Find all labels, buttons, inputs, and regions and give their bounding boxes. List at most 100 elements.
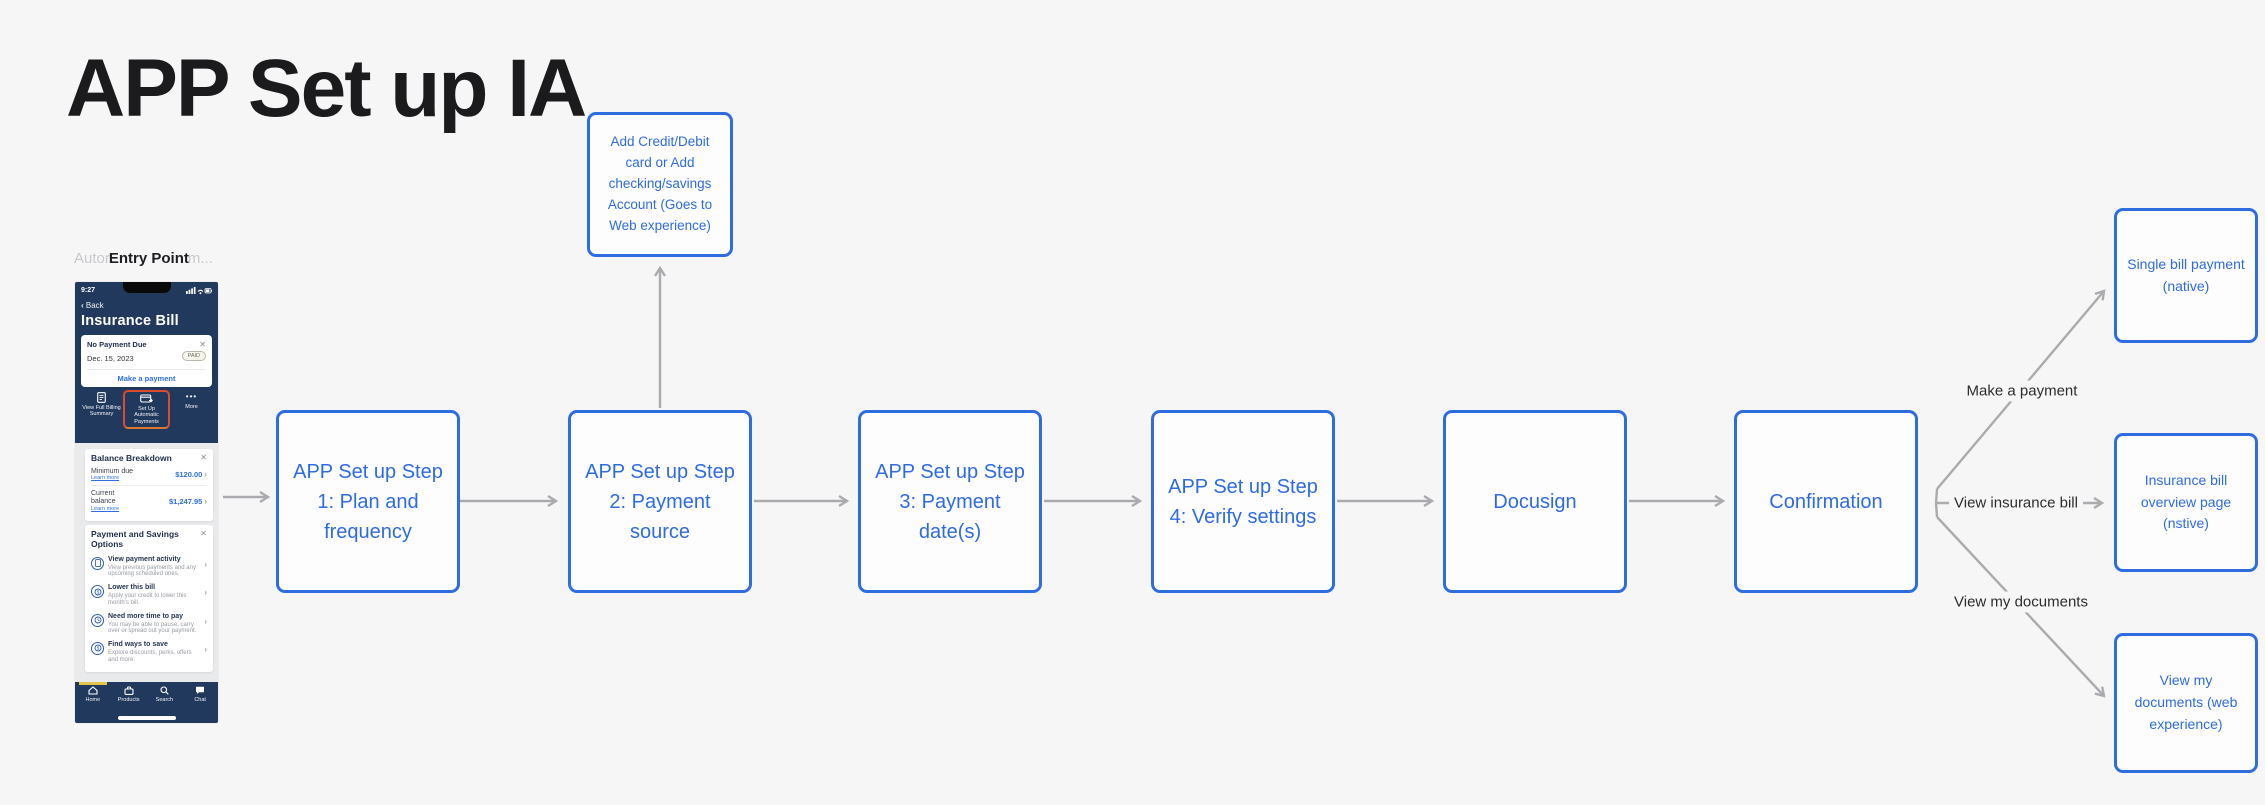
node-label: Insurance bill overview page (nstive) [2140, 471, 2232, 532]
branch-label-make-a-payment: Make a payment [1961, 380, 2083, 402]
node-label: APP Set up Step 1: Plan and frequency [293, 460, 443, 543]
phone-bottom-nav: Home Products Search Chat [75, 682, 218, 723]
flow-node-single-bill-payment[interactable]: Single bill payment (native) [2114, 208, 2258, 343]
current-balance-value: $1,247.95 [168, 496, 203, 506]
phone-quick-actions: View Full Billing Summary Set Up Automat… [81, 390, 212, 429]
back-button[interactable]: Back [81, 301, 212, 310]
payment-activity-icon [91, 556, 104, 570]
learn-more-link[interactable]: Learn more [91, 475, 120, 482]
node-label: Docusign [1493, 490, 1577, 513]
close-icon[interactable] [200, 454, 207, 462]
branch-label-view-my-documents: View my documents [1949, 591, 2093, 613]
current-balance-label: Current balance [91, 490, 116, 506]
entry-label-faint-prefix: Autor [74, 250, 110, 267]
flow-node-confirmation[interactable]: Confirmation [1734, 410, 1918, 593]
paid-badge: PAID [181, 351, 206, 361]
svg-text:$: $ [96, 646, 99, 651]
flow-node-step3[interactable]: APP Set up Step 3: Payment date(s) [858, 410, 1042, 593]
entry-label-text: Entry Point [108, 250, 189, 267]
current-balance-row[interactable]: Current balance Learn more $1,247.95 [91, 490, 207, 511]
node-label: Confirmation [1769, 490, 1883, 513]
balance-breakdown-card: Balance Breakdown Minimum due Learn more… [85, 449, 213, 521]
entry-label-faint-suffix: m... [187, 250, 213, 267]
payment-due-card: No Payment Due Dec. 15, 2023 PAID Make a… [81, 335, 212, 387]
status-icons [186, 287, 212, 295]
clock-icon [91, 613, 104, 627]
chevron-right-icon [204, 497, 207, 506]
options-heading: Payment and Savings Options [91, 529, 179, 549]
savings-badge-icon: $ [91, 641, 104, 655]
chevron-right-icon [204, 560, 207, 569]
chevron-right-icon [204, 645, 207, 654]
option-subtitle: You may be able to pause, carry over or … [108, 621, 197, 635]
page-title: APP Set up IA [66, 43, 587, 134]
option-title: Find ways to save [108, 640, 168, 648]
chat-icon [196, 686, 205, 694]
chevron-right-icon [204, 470, 207, 479]
find-ways-to-save-item[interactable]: $ Find ways to save Explore discounts, p… [91, 641, 207, 663]
need-more-time-item[interactable]: Need more time to pay You may be able to… [91, 613, 207, 635]
ellipsis-icon [186, 392, 197, 402]
lower-this-bill-item[interactable]: $ Lower this bill Apply your credit to l… [91, 584, 207, 606]
nav-home-tab[interactable]: Home [75, 682, 111, 723]
document-icon [97, 392, 106, 403]
credit-card-icon [140, 394, 153, 403]
flow-node-insurance-bill-overview[interactable]: Insurance bill overview page (nstive) [2114, 433, 2258, 572]
minimum-due-value: $120.00 [175, 470, 203, 480]
home-icon [88, 686, 98, 695]
balance-heading: Balance Breakdown [91, 453, 172, 463]
nav-search-tab[interactable]: Search [147, 686, 183, 723]
action-label: View Full Billing Summary [82, 405, 121, 418]
view-full-billing-summary-button[interactable]: View Full Billing Summary [81, 392, 122, 418]
due-date: Dec. 15, 2023 [87, 354, 134, 363]
payment-savings-card: Payment and Savings Options View payment… [85, 525, 213, 672]
minimum-due-row[interactable]: Minimum due Learn more $120.00 [91, 468, 207, 482]
make-a-payment-link[interactable]: Make a payment [117, 374, 176, 383]
nav-chat-tab[interactable]: Chat [182, 686, 218, 723]
option-subtitle: Apply your credit to lower this month's … [108, 593, 187, 606]
option-subtitle: Explore discounts, perks, offers and mor… [108, 650, 192, 663]
flow-node-step2[interactable]: APP Set up Step 2: Payment source [568, 410, 752, 593]
branch-label-view-insurance-bill: View insurance bill [1949, 492, 2083, 514]
option-subtitle: View previous payments and any upcoming … [108, 564, 196, 578]
phone-notch [122, 282, 171, 293]
dollar-coin-icon: $ [91, 585, 104, 599]
action-label: Set Up Automatic Payments [134, 406, 159, 425]
flow-node-docusign[interactable]: Docusign [1443, 410, 1627, 593]
option-title: Lower this bill [108, 584, 156, 592]
flow-node-step4[interactable]: APP Set up Step 4: Verify settings [1151, 410, 1335, 593]
close-icon[interactable] [200, 530, 207, 538]
divider [91, 485, 207, 487]
node-label: APP Set up Step 3: Payment date(s) [875, 460, 1025, 543]
node-label: View my documents (web experience) [2134, 672, 2238, 732]
flow-node-add-payment-method[interactable]: Add Credit/Debit card or Add checking/sa… [587, 112, 733, 257]
set-up-automatic-payments-button[interactable]: Set Up Automatic Payments [123, 390, 170, 429]
node-label: APP Set up Step 2: Payment source [585, 460, 735, 543]
more-button[interactable]: More [171, 392, 212, 410]
nav-label: Home [85, 697, 101, 703]
flow-node-view-my-documents[interactable]: View my documents (web experience) [2114, 633, 2258, 773]
flow-node-step1[interactable]: APP Set up Step 1: Plan and frequency [276, 410, 460, 593]
nav-products-tab[interactable]: Products [111, 686, 147, 723]
due-card-heading: No Payment Due [87, 340, 147, 349]
node-label: APP Set up Step 4: Verify settings [1168, 475, 1318, 528]
phone-header-section: 9:27 Back Insurance Bill No Payment Due [75, 282, 218, 443]
phone-status-bar: 9:27 [81, 285, 212, 296]
node-label: Add Credit/Debit card or Add checking/sa… [607, 134, 713, 233]
view-payment-activity-item[interactable]: View payment activity View previous paym… [91, 556, 207, 578]
entry-point-label: AutorEntry Pointm... [74, 250, 213, 267]
phone-screen-title: Insurance Bill [81, 313, 179, 329]
close-icon[interactable] [199, 341, 206, 349]
nav-label: Chat [194, 697, 206, 703]
divider [87, 369, 206, 370]
node-label: Single bill payment (native) [2127, 255, 2245, 294]
nav-label: Search [155, 697, 174, 703]
svg-text:$: $ [96, 589, 99, 594]
search-icon [160, 686, 169, 695]
phone-screenshot: 9:27 Back Insurance Bill No Payment Due [75, 282, 218, 723]
minimum-due-label: Minimum due [91, 467, 134, 475]
home-indicator [117, 716, 176, 720]
nav-label: Products [117, 697, 140, 703]
learn-more-link[interactable]: Learn more [91, 505, 120, 512]
